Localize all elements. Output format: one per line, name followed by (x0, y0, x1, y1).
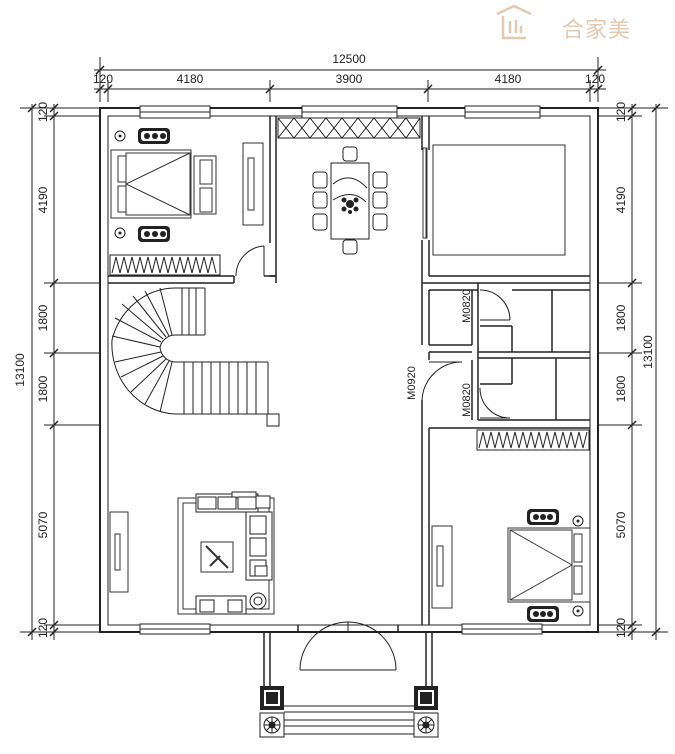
total-width-label: 12500 (332, 52, 366, 66)
potted-plant-icon (259, 712, 285, 738)
left-span-4-label: 5070 (36, 511, 50, 538)
house-logo-icon (496, 4, 532, 40)
right-span-2-label: 1800 (614, 304, 628, 331)
total-depth-label-right: 13100 (641, 335, 655, 369)
right-edge-bottom-label: 120 (614, 618, 628, 638)
bed-top-left (110, 149, 217, 219)
logo-text: 合家美 (562, 18, 631, 43)
wardrobe-right (476, 429, 590, 451)
door-label-lower: M0820 (461, 383, 473, 417)
left-edge-top-label: 120 (36, 102, 50, 122)
door-swings (235, 245, 511, 419)
top-windows (139, 105, 541, 119)
coffee-table (200, 541, 234, 573)
total-depth-label-left: 13100 (13, 353, 27, 387)
top-span-1-label: 4180 (177, 72, 204, 86)
entrance-doors (299, 621, 397, 671)
nightstand-lamp-icon (527, 605, 584, 622)
top-span-2-label: 3900 (336, 72, 363, 86)
tv-cabinet-top-left (242, 142, 264, 226)
potted-plant-icon (413, 712, 439, 738)
flower-centerpiece-icon (341, 197, 359, 214)
spiral-staircase (111, 287, 280, 427)
right-dimension-lines (598, 103, 668, 640)
bed-top-right (422, 144, 566, 256)
door-label-main: M0920 (406, 366, 418, 400)
porch-column-left (260, 686, 284, 710)
nightstand-lamp-icon (114, 128, 170, 144)
left-edge-bottom-label: 120 (36, 618, 50, 638)
sofa-set (195, 491, 273, 615)
left-span-1-label: 4190 (36, 186, 50, 213)
right-edge-top-label: 120 (614, 102, 628, 122)
bottom-windows (139, 623, 543, 635)
top-dimension-lines (94, 57, 606, 102)
tv-cabinet-living (109, 511, 129, 593)
left-span-3-label: 1800 (36, 375, 50, 402)
wardrobe-top-left (109, 254, 221, 276)
right-span-3-label: 1800 (614, 375, 628, 402)
left-dimension-lines (20, 103, 100, 640)
entrance-porch (284, 705, 414, 735)
top-edge-right-label: 120 (585, 72, 605, 86)
door-label-upper: M0820 (461, 289, 473, 323)
brand-logo: 合家美 (496, 4, 631, 43)
bed-bottom-right (507, 527, 591, 603)
right-span-1-label: 4190 (614, 186, 628, 213)
porch-column-right (414, 686, 438, 710)
nightstand-lamp-icon (527, 509, 584, 527)
nightstand-lamp-icon (114, 226, 170, 242)
interior-walls (108, 116, 590, 700)
right-span-4-label: 5070 (614, 511, 628, 538)
top-span-3-label: 4180 (495, 72, 522, 86)
display-cabinet (277, 117, 421, 139)
top-edge-left-label: 120 (93, 72, 113, 86)
left-span-2-label: 1800 (36, 304, 50, 331)
tv-cabinet-bottom-right (431, 525, 453, 609)
